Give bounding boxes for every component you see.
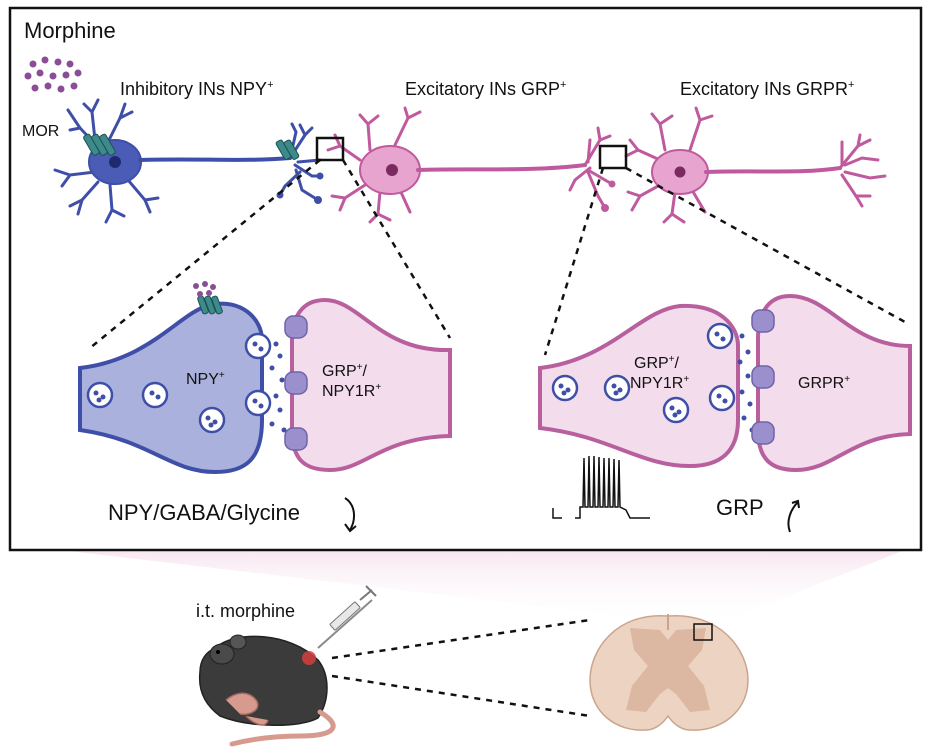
right-synapse: GRP+/ NPY1R+ GRPR+ (538, 293, 912, 473)
grp-npy1r-label-line2: NPY1R+ (322, 382, 381, 400)
grp-npy1r-pre-label-line2: NPY1R+ (630, 374, 689, 392)
grp-npy1r-pre-label-line1: GRP+/ (634, 354, 680, 372)
grp-neuron (326, 106, 616, 224)
label-excitatory-grpr: Excitatory INs GRPR+ (680, 79, 854, 99)
projection-funnel (60, 550, 905, 625)
cord-zoom-lines (331, 618, 591, 718)
syringe-icon (317, 585, 377, 649)
grpr-terminal-label: GRPR+ (798, 374, 850, 392)
left-effect-label: NPY/GABA/Glycine (108, 500, 300, 525)
cord-zoom-box (693, 623, 713, 641)
morphine-dots-synapse (193, 281, 216, 297)
mor-label: MOR (22, 123, 59, 140)
npy-terminal-label: NPY+ (186, 370, 225, 388)
mor-receptor-icon (83, 133, 116, 156)
morphine-dots (24, 56, 82, 93)
arrow-down-icon (344, 497, 357, 533)
mor-receptor-synapse-icon (197, 295, 223, 315)
grpr-receptor-icons (751, 309, 775, 445)
injection-label: i.t. morphine (196, 601, 295, 621)
grpr-neuron (624, 106, 887, 224)
left-synapse: NPY+ GRP+/ NPY1R+ (78, 281, 452, 475)
neurotransmitter-dots (269, 341, 287, 433)
grp-presynaptic-terminal (538, 303, 740, 469)
mor-receptor-terminal-icon (275, 139, 300, 160)
zoom-lines (89, 159, 906, 356)
label-excitatory-grp: Excitatory INs GRP+ (405, 79, 566, 99)
grp-npy1r-label-line1: GRP+/ (322, 362, 368, 380)
vesicles-right (551, 322, 736, 424)
panel-title: Morphine (24, 18, 116, 43)
zoom-box-left (315, 136, 345, 162)
mouse-icon (198, 634, 336, 747)
npy1r-receptor-icons (284, 315, 308, 451)
right-effect-label: GRP (716, 495, 764, 520)
label-inhibitory-ins: Inhibitory INs NPY+ (120, 79, 274, 99)
zoom-box-right (598, 144, 628, 170)
arrow-up-icon (787, 499, 800, 533)
action-potential-trace (552, 455, 650, 519)
vesicles (86, 332, 272, 434)
spinal-cord-section (589, 614, 749, 731)
